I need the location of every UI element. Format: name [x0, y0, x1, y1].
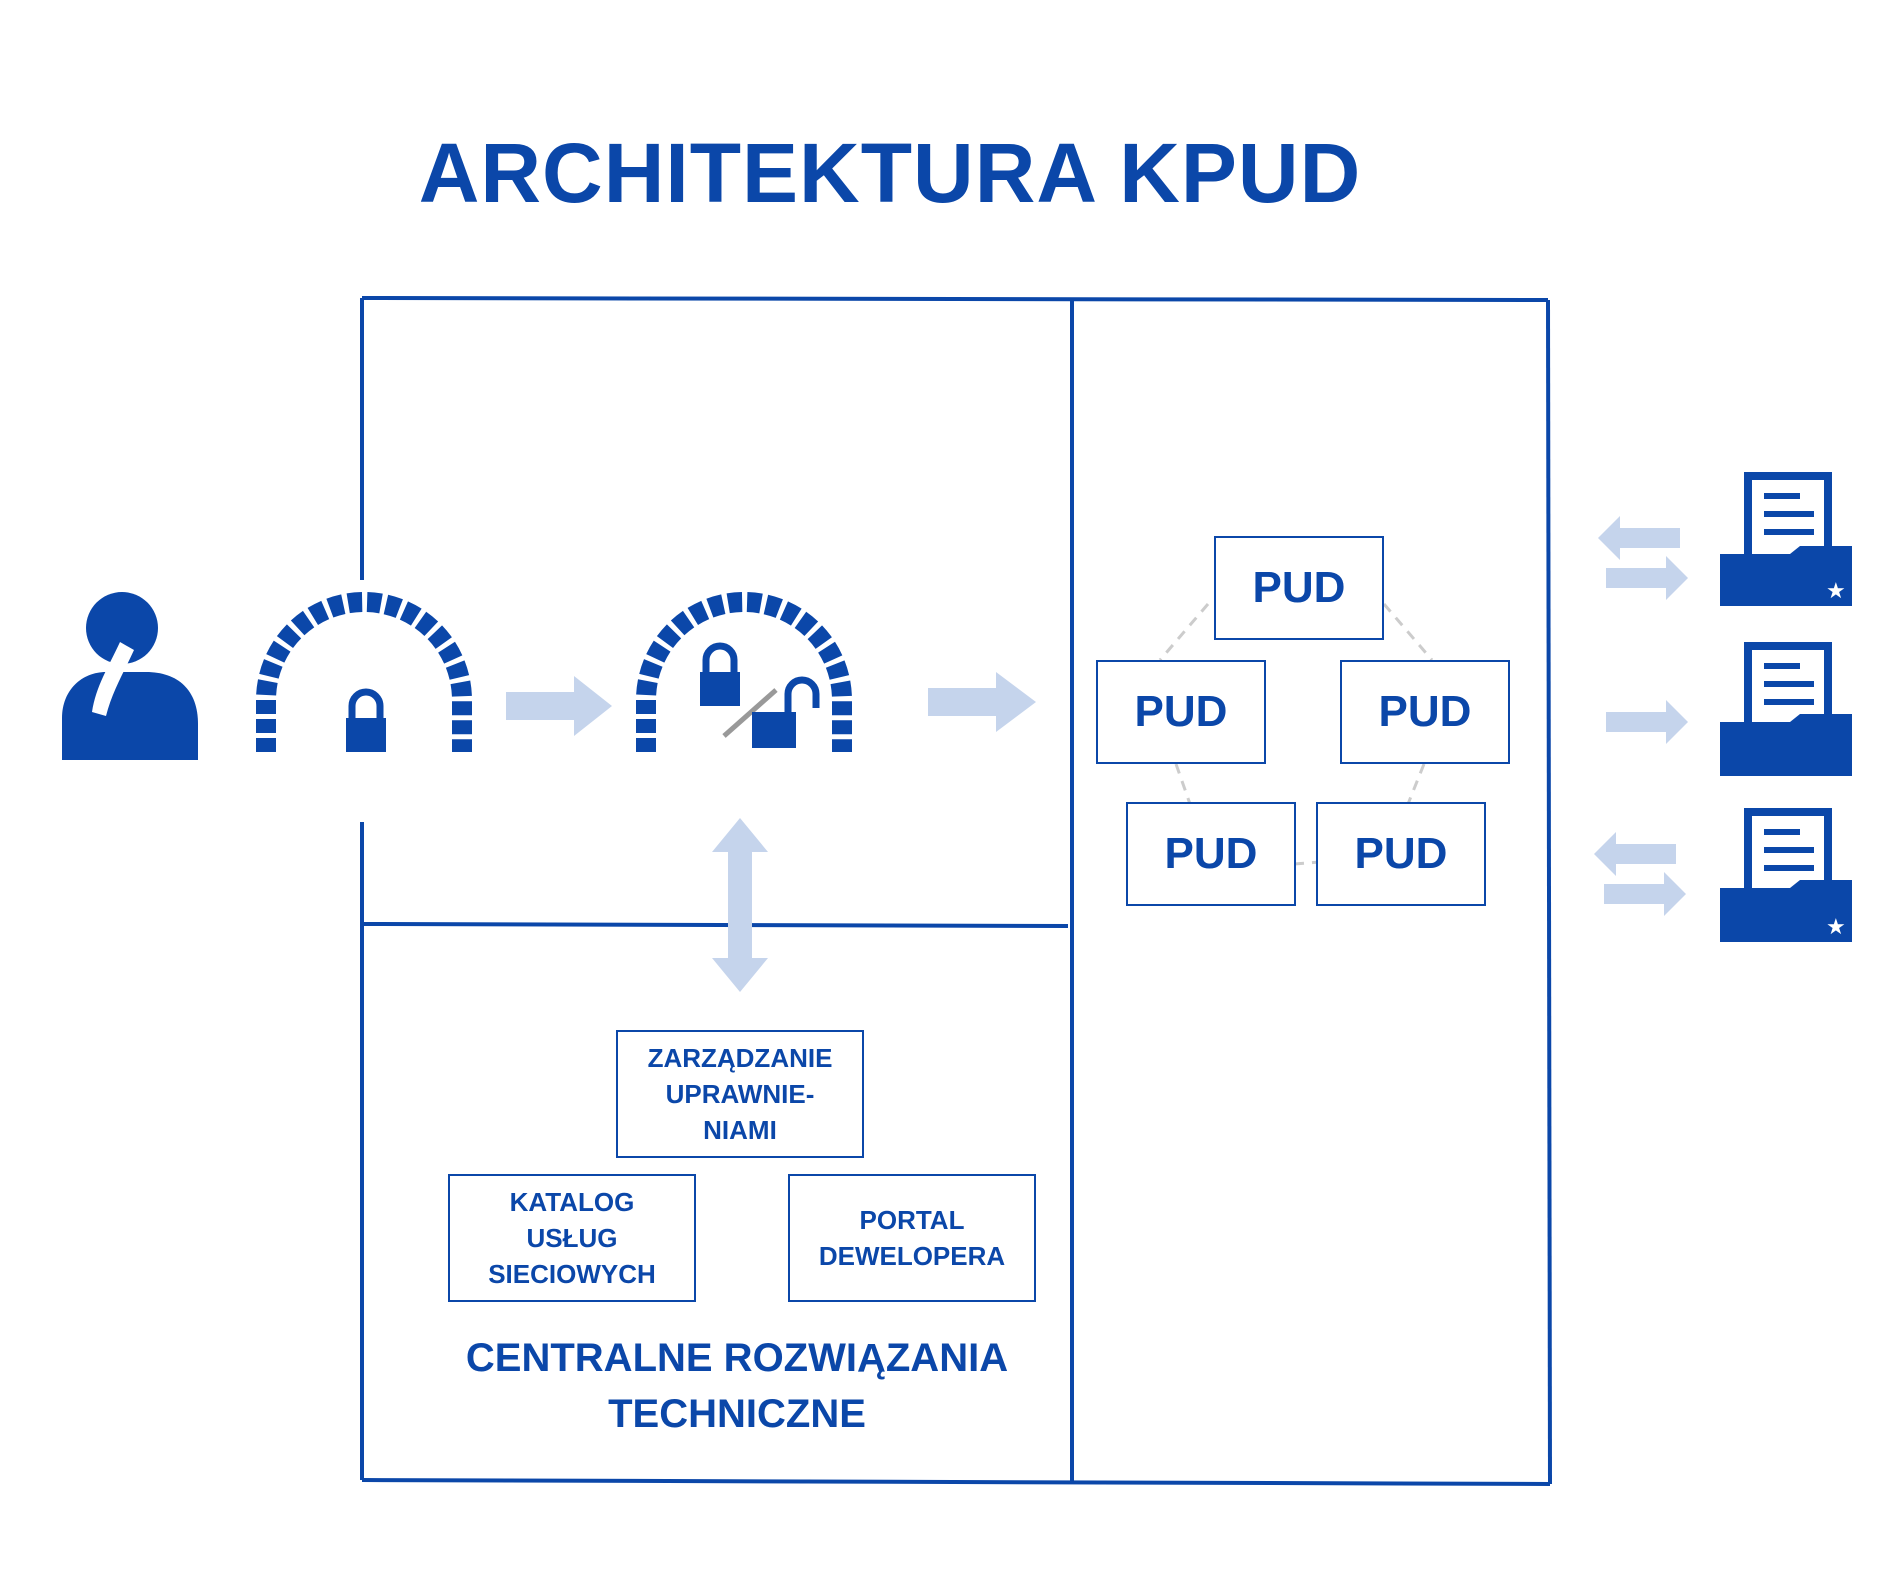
pud-node-bottom-right: PUD — [1316, 802, 1486, 906]
arrow-left-1 — [1598, 516, 1680, 560]
page-title: ARCHITEKTURA KPUD — [418, 126, 1362, 220]
person-thinking-icon — [62, 592, 198, 760]
pud-ring-connectors — [1158, 603, 1434, 866]
arch-lock-icon — [256, 592, 472, 752]
pud-node-top: PUD — [1214, 536, 1384, 640]
arch-lock-unlock-icon — [636, 592, 852, 752]
arrow-right-1 — [1606, 556, 1688, 600]
flow-arrow-right-1 — [506, 676, 612, 736]
svg-text:★: ★ — [1826, 915, 1846, 940]
flow-arrow-right-2 — [928, 672, 1036, 732]
arrow-right-2 — [1606, 700, 1688, 744]
flow-arrow-vertical — [712, 818, 768, 992]
document-folder-icon — [1720, 642, 1852, 776]
frame-lines — [360, 296, 1552, 1486]
external-arrows — [1594, 516, 1688, 916]
frame-horizontal-divider — [363, 922, 1069, 928]
frame-right-line — [1546, 299, 1552, 1485]
pud-node-right: PUD — [1340, 660, 1510, 764]
svg-text:★: ★ — [1826, 579, 1846, 604]
arrow-left-2 — [1594, 832, 1676, 876]
document-folder-icon: ★ — [1720, 808, 1852, 942]
service-catalog-box: KATALOG USŁUG SIECIOWYCH — [448, 1174, 696, 1302]
pud-node-left: PUD — [1096, 660, 1266, 764]
developer-portal-box: PORTAL DEWELOPERA — [788, 1174, 1036, 1302]
permissions-management-box: ZARZĄDZANIE UPRAWNIE- NIAMI — [616, 1030, 864, 1158]
frame-top-line — [361, 296, 1549, 302]
document-folder-icon: ★ — [1720, 472, 1852, 606]
arrow-right-3 — [1604, 872, 1686, 916]
central-solutions-label: CENTRALNE ROZWIĄZANIA TECHNICZNE — [465, 1336, 1009, 1436]
frame-bottom-line — [361, 1478, 1551, 1486]
pud-node-bottom-left: PUD — [1126, 802, 1296, 906]
